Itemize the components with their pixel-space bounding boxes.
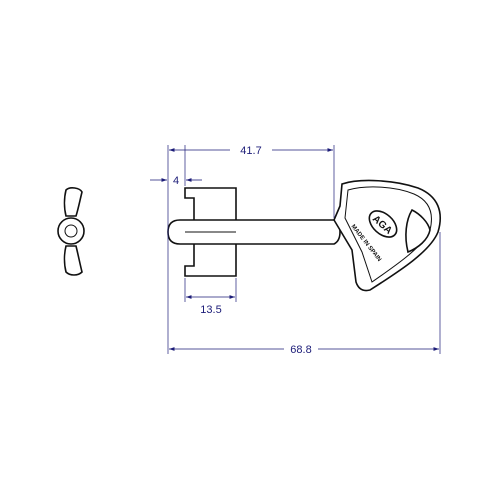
dimension-bit-width-label: 13.5 bbox=[200, 304, 221, 316]
key-end-view bbox=[57, 187, 85, 276]
end-view-lower-wing bbox=[63, 245, 83, 276]
dimension-blade-length: 41.7 bbox=[169, 145, 333, 157]
end-view-hub bbox=[57, 217, 85, 245]
dimension-tip-offset: 4 bbox=[150, 175, 202, 187]
dimension-overall-length: 68.8 bbox=[169, 344, 439, 356]
dimension-overall-length-label: 68.8 bbox=[290, 344, 311, 356]
extension-lines bbox=[167, 145, 441, 354]
end-view-hole bbox=[64, 224, 78, 238]
aga-logo-oval bbox=[368, 210, 398, 238]
key-bow-inner bbox=[344, 186, 432, 283]
key-bow-window bbox=[405, 208, 431, 254]
dimension-tip-offset-label: 4 bbox=[173, 175, 179, 187]
end-view-upper-wing bbox=[63, 187, 83, 217]
key-side-view: AGA MADE IN SPAIN bbox=[167, 179, 442, 292]
dimension-bit-width: 13.5 bbox=[186, 295, 235, 316]
dimension-blade-length-label: 41.7 bbox=[240, 145, 261, 157]
